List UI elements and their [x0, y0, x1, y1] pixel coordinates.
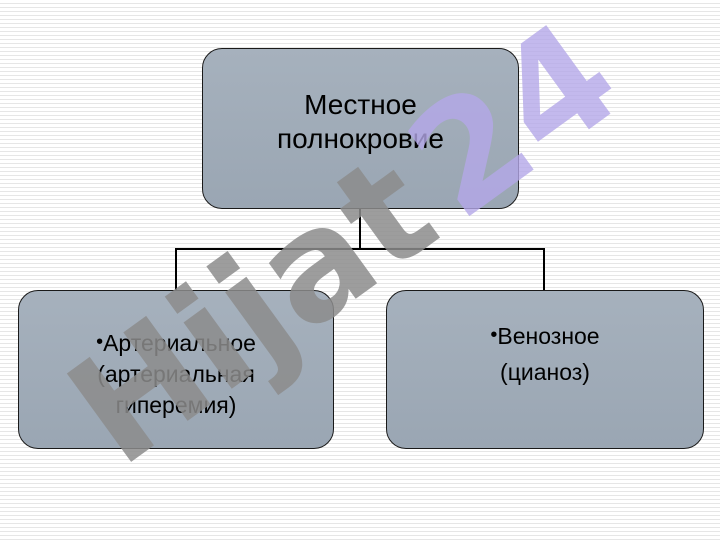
node-arterial: •Артериальное (артериальная гиперемия)	[18, 290, 334, 449]
root-line-1: Местное	[304, 88, 417, 120]
bullet: •	[490, 324, 498, 346]
bullet: •	[96, 331, 104, 353]
arterial-line-3: гиперемия)	[115, 392, 237, 418]
root-line-2: полнокровие	[277, 122, 444, 154]
venous-line-2: (цианоз)	[500, 359, 590, 385]
node-venous: •Венозное (цианоз)	[386, 290, 704, 449]
arterial-line-1-text: Артериальное	[103, 330, 256, 356]
venous-line-1: •Венозное	[490, 317, 599, 354]
venous-line-1-text: Венозное	[497, 323, 600, 349]
arterial-line-2: (артериальная	[97, 361, 255, 387]
arterial-line-1: •Артериальное	[96, 327, 256, 359]
node-root: Местное полнокровие	[202, 48, 519, 209]
